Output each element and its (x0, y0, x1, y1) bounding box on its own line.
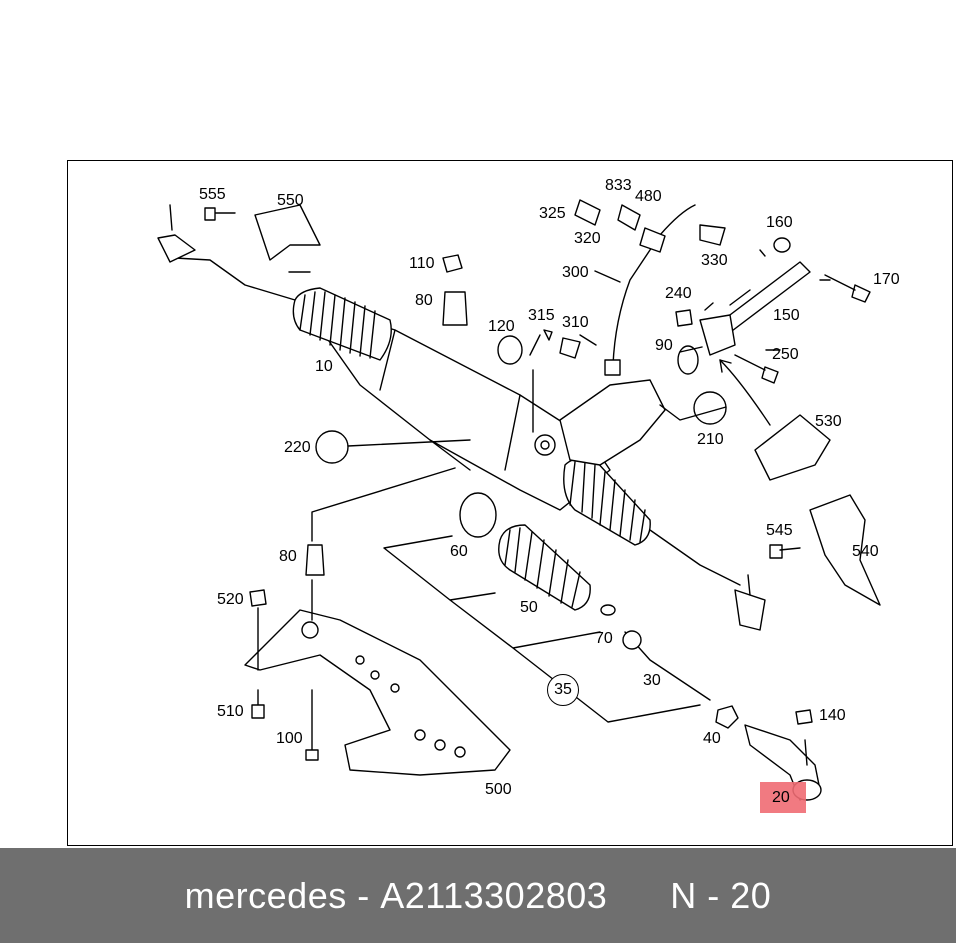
callout-555: 555 (199, 186, 226, 203)
callout-110: 110 (409, 255, 435, 272)
callout-833: 833 (605, 177, 632, 194)
callout-140: 140 (819, 707, 846, 724)
footer-separator: - (346, 874, 381, 916)
callout-500: 500 (485, 781, 512, 798)
callout-540: 540 (852, 543, 879, 560)
callout-40: 40 (703, 730, 721, 747)
callout-315: 315 (528, 307, 555, 324)
callout-50: 50 (520, 599, 538, 616)
callout-300: 300 (562, 264, 589, 281)
exploded-parts-drawing (157, 199, 881, 801)
callout-80-lower: 80 (279, 548, 297, 565)
callout-480: 480 (635, 188, 662, 205)
callout-510: 510 (217, 703, 244, 720)
callout-80-upper: 80 (415, 292, 433, 309)
callout-30: 30 (643, 672, 661, 689)
callout-90: 90 (655, 337, 673, 354)
highlight-part-20 (760, 782, 806, 813)
callout-330: 330 (701, 252, 728, 269)
left-bellows (292, 287, 392, 361)
callout-520: 520 (217, 591, 244, 608)
subframe-500 (244, 609, 511, 776)
callout-170: 170 (873, 271, 900, 288)
callout-160: 160 (766, 214, 793, 231)
callout-210: 210 (697, 431, 724, 448)
bellows-50 (498, 524, 591, 611)
callout-220: 220 (284, 439, 311, 456)
callout-70: 70 (595, 630, 613, 647)
footer-brand: mercedes (184, 874, 347, 916)
callout-20: 20 (772, 789, 790, 806)
footer-bar: mercedes - A2113302803 N - 20 (0, 848, 956, 943)
callout-60: 60 (450, 543, 468, 560)
callout-325: 325 (539, 205, 566, 222)
callout-120: 120 (488, 318, 515, 335)
callout-310: 310 (562, 314, 589, 331)
callout-250: 250 (772, 346, 799, 363)
callout-545: 545 (766, 522, 793, 539)
footer-gap (607, 875, 670, 917)
callout-10: 10 (315, 358, 333, 375)
footer-part-number: A2113302803 (380, 874, 608, 916)
callout-150: 150 (773, 307, 800, 324)
callout-530: 530 (815, 413, 842, 430)
callout-240: 240 (665, 285, 692, 302)
footer-caption: mercedes - A2113302803 N - 20 (0, 848, 956, 943)
callout-100: 100 (276, 730, 303, 747)
valve-body (559, 379, 666, 466)
callout-550: 550 (277, 192, 304, 209)
footer-position: N - 20 (670, 874, 772, 916)
callout-35-badge: 35 (547, 674, 579, 706)
callout-35: 35 (554, 681, 572, 698)
callout-320: 320 (574, 230, 601, 247)
